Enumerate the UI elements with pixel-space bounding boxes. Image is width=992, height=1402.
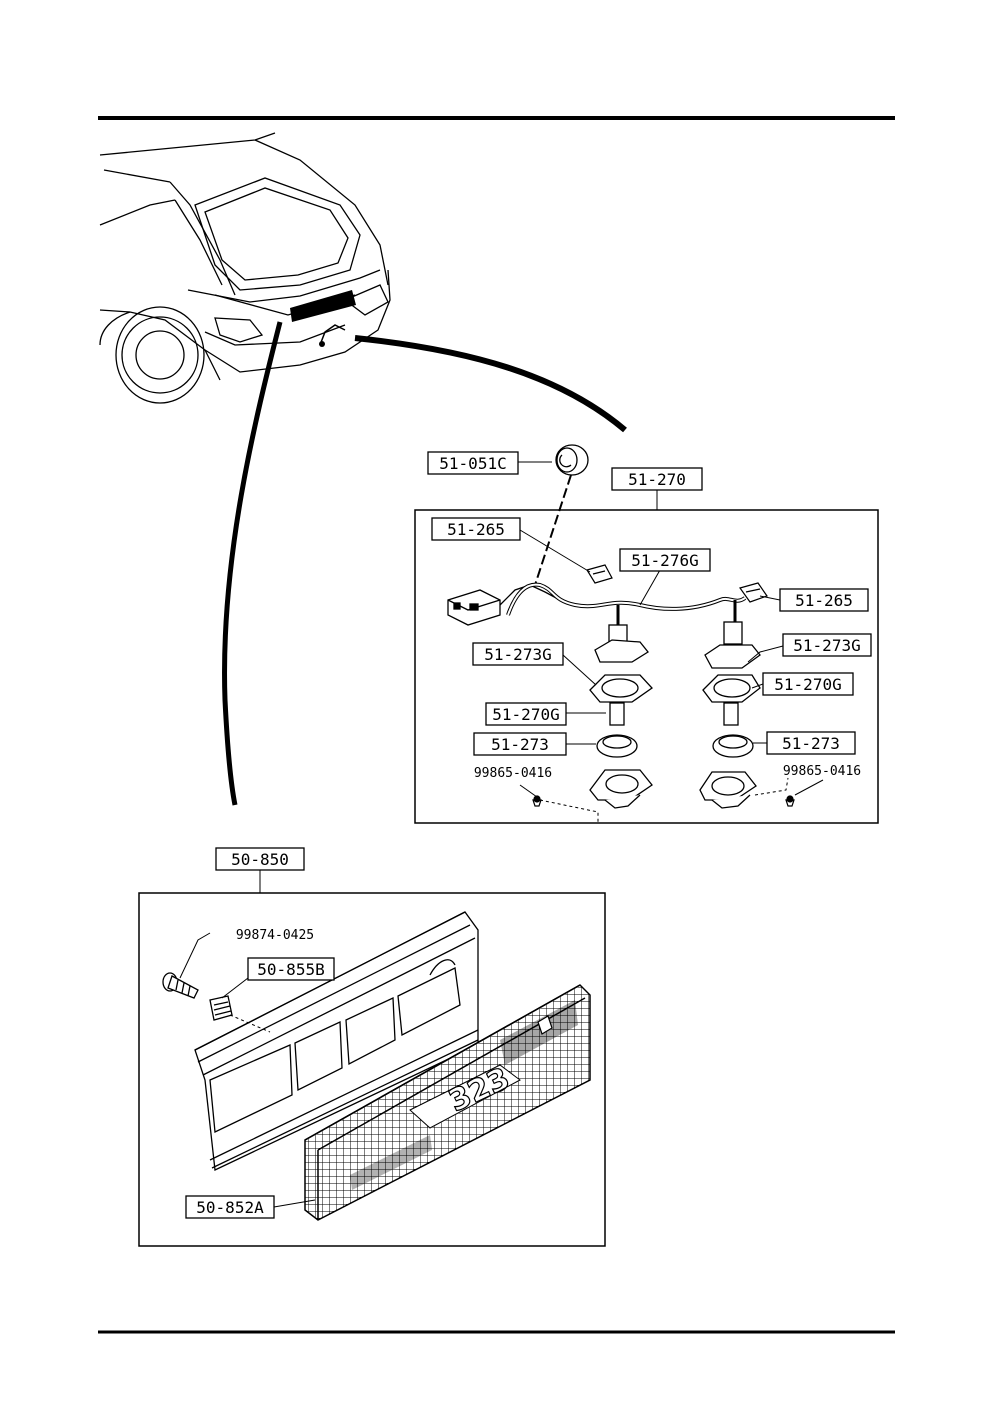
- label-box-50-855b: 50-855B: [247, 957, 335, 981]
- label-box-51-265-left: 51-265: [431, 517, 521, 541]
- tapping-screw: [162, 972, 199, 999]
- part-label-51-273g-left: 51-273G: [484, 645, 551, 664]
- part-label-50-855b: 50-855B: [257, 960, 324, 979]
- label-box-51-051c: 51-051C: [427, 451, 519, 475]
- part-label-51-270: 51-270: [628, 470, 686, 489]
- label-box-51-273-left: 51-273: [473, 732, 567, 756]
- part-label-51-273g-right: 51-273G: [793, 636, 860, 655]
- clip: [209, 995, 233, 1021]
- label-box-50-850: 50-850: [215, 847, 305, 871]
- label-box-51-265-right: 51-265: [779, 588, 869, 612]
- part-label-51-270g-right: 51-270G: [774, 675, 841, 694]
- label-box-51-270g-right: 51-270G: [762, 672, 854, 696]
- label-box-51-276g: 51-276G: [619, 548, 711, 572]
- bulb-left: [586, 564, 613, 584]
- part-label-50-852a: 50-852A: [196, 1198, 264, 1217]
- lamp-leaders: [518, 461, 824, 798]
- part-label-screw-right: 99865-0416: [783, 764, 861, 779]
- lamp-stack-left: [589, 624, 653, 809]
- label-box-51-270: 51-270: [611, 467, 703, 491]
- grommet-plug: [555, 444, 589, 476]
- part-label-51-273-right: 51-273: [782, 734, 840, 753]
- part-label-51-051c: 51-051C: [439, 454, 506, 473]
- screw-right: [785, 795, 795, 807]
- lamp-stack-right: [699, 621, 761, 809]
- label-box-51-273-right: 51-273: [766, 731, 856, 755]
- part-label-screw-garnish: 99874-0425: [236, 928, 314, 943]
- part-label-51-273-left: 51-273: [491, 735, 549, 754]
- license-lamp-box: [414, 509, 879, 824]
- rear-garnish-box: [138, 892, 606, 1247]
- label-box-51-270g-left: 51-270G: [485, 702, 567, 726]
- garnish-panel: [194, 911, 479, 1171]
- car-rear-illustration: [99, 132, 391, 404]
- part-label-screw-left: 99865-0416: [474, 766, 552, 781]
- part-label-51-270g-left: 51-270G: [492, 705, 559, 724]
- part-label-51-276g: 51-276G: [631, 551, 698, 570]
- part-label-51-265-left: 51-265: [447, 520, 505, 539]
- label-box-50-852a: 50-852A: [185, 1195, 275, 1219]
- license-plate-area: [290, 290, 356, 322]
- leader-to-garnish-box: [222, 321, 283, 806]
- harness-connector: [447, 584, 561, 626]
- leader-to-lamp-box: [354, 335, 627, 433]
- part-label-51-265-right: 51-265: [795, 591, 853, 610]
- label-box-51-273g-left: 51-273G: [472, 642, 564, 666]
- screw-left: [532, 795, 542, 807]
- part-label-50-850: 50-850: [231, 850, 289, 869]
- rear-wheel: [121, 316, 199, 394]
- bulb-right: [739, 582, 768, 603]
- label-box-51-273g-right: 51-273G: [782, 633, 872, 657]
